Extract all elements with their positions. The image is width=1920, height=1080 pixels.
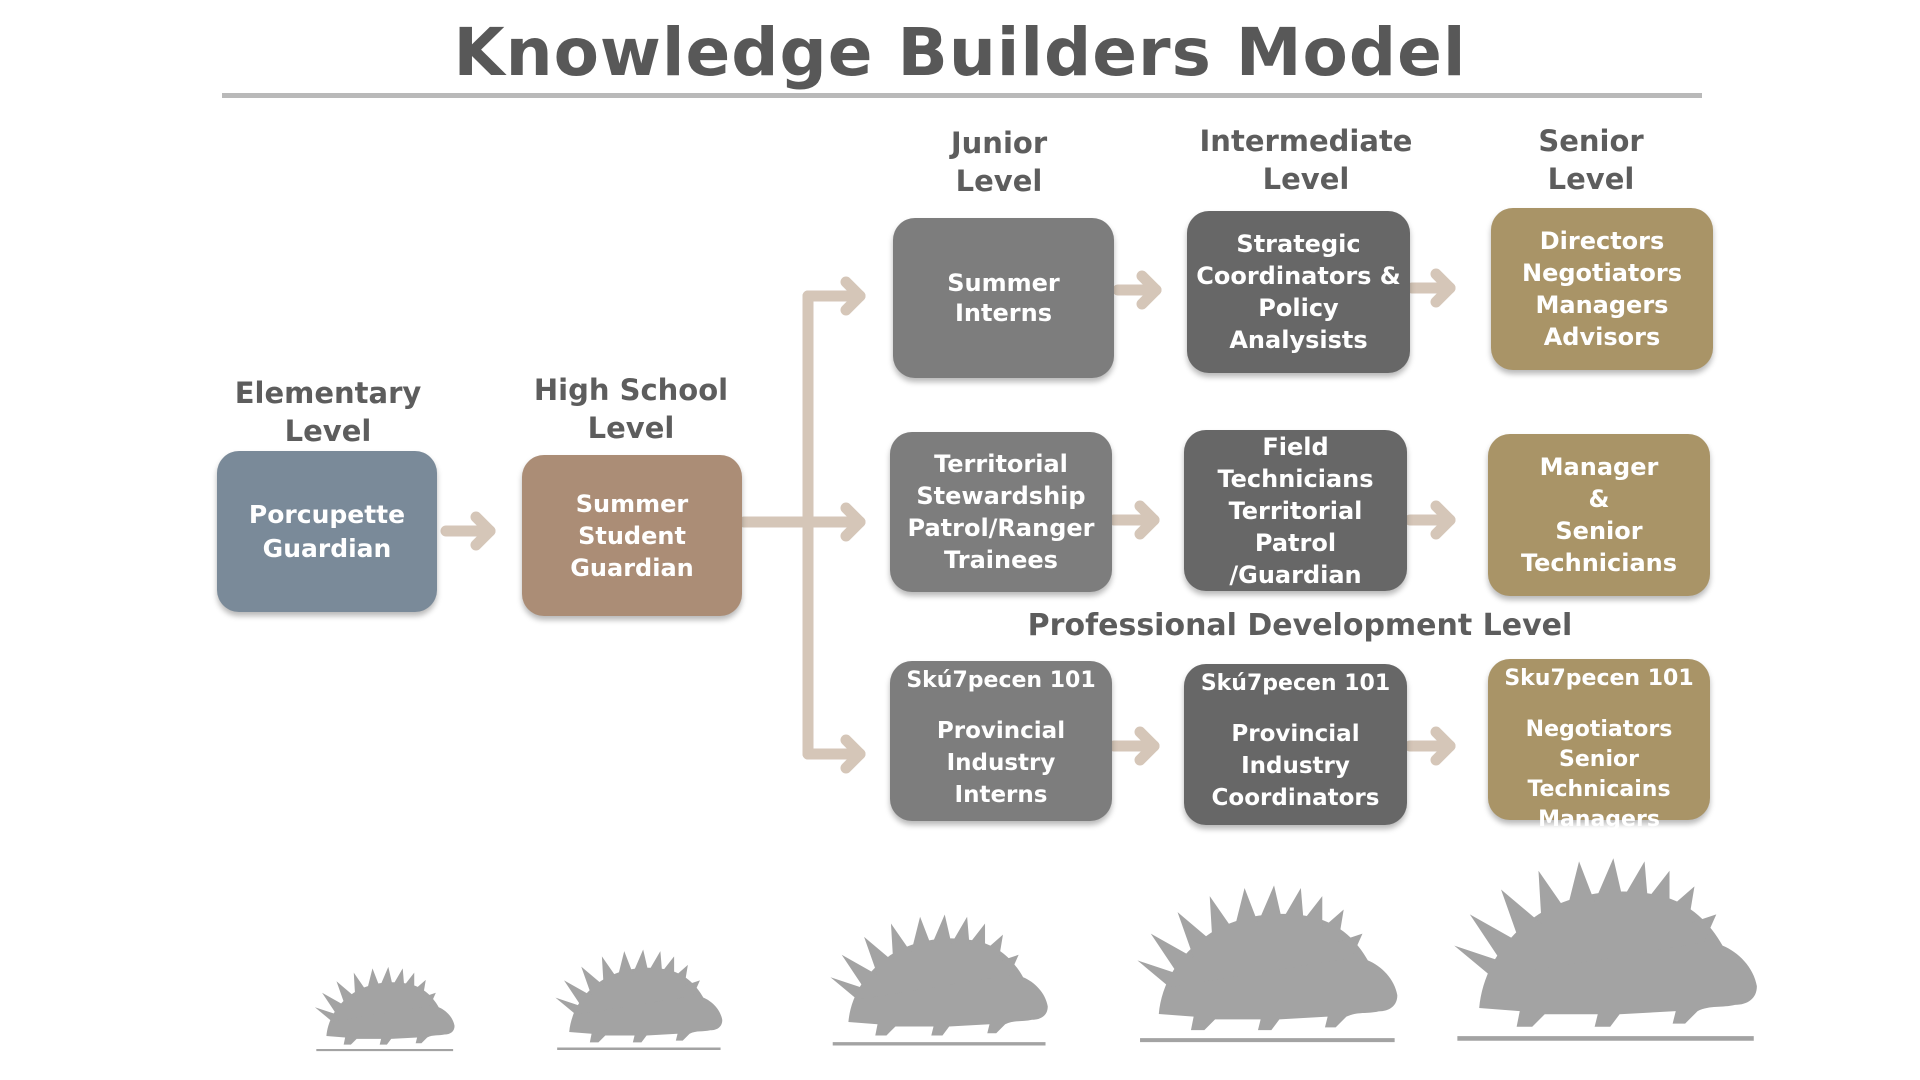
box-negotiators-senior-technicians-managers: Sku7pecen 101 Negotiators Senior Technic… xyxy=(1488,659,1710,832)
box-strategic-coordinators: Strategic Coordinators & Policy Analysis… xyxy=(1187,211,1410,373)
box-label: Provincial Industry Coordinators xyxy=(1211,721,1380,811)
porcupine-icon xyxy=(1137,885,1398,1043)
box-label: Negotiators Senior Technicains Managers xyxy=(1525,717,1673,832)
box-porcupette-guardian: Porcupette Guardian xyxy=(217,451,437,612)
box-course-label: Skú7pecen 101 xyxy=(906,668,1096,693)
box-field-technicians: Field Technicians Territorial Patrol /Gu… xyxy=(1184,430,1407,591)
title-divider xyxy=(222,93,1702,98)
arrow-intermediate-to-senior-row3-head xyxy=(1430,726,1456,766)
header-elementary-level: Elementary Level xyxy=(234,376,422,448)
box-label: Provincial Industry Interns xyxy=(936,718,1066,808)
box-provincial-industry-coordinators: Skú7pecen 101 Provincial Industry Coordi… xyxy=(1184,664,1407,825)
box-territorial-stewardship-trainees: Territorial Stewardship Patrol/Ranger Tr… xyxy=(890,432,1112,592)
arrow-junior-to-intermediate-row3-head xyxy=(1134,726,1160,766)
box-label: Summer Student Guardian xyxy=(570,489,694,582)
box-summer-student-guardian: Summer Student Guardian xyxy=(522,455,742,616)
arrow-to-territorial-trainees-head xyxy=(840,502,866,542)
box-course-label: Sku7pecen 101 xyxy=(1504,666,1694,691)
box-label: Directors Negotiators Managers Advisors xyxy=(1521,227,1682,351)
box-course-label: Skú7pecen 101 xyxy=(1200,671,1391,696)
diagram-title: Knowledge Builders Model xyxy=(453,14,1467,91)
porcupine-icon xyxy=(830,914,1048,1046)
box-manager-senior-technicians: Manager & Senior Technicians xyxy=(1488,434,1710,596)
header-high-school-level: High School Level xyxy=(533,373,729,445)
arrow-intermediate-to-senior-row1-head xyxy=(1430,268,1456,308)
porcupine-icon xyxy=(555,949,723,1051)
box-label: Territorial Stewardship Patrol/Ranger Tr… xyxy=(907,450,1095,574)
arrow-junior-to-intermediate-row1-head xyxy=(1136,270,1162,310)
arrow-to-summer-interns-head xyxy=(840,276,866,316)
box-label: Field Technicians Territorial Patrol /Gu… xyxy=(1217,432,1374,589)
header-professional-development-level: Professional Development Level xyxy=(1027,608,1573,643)
arrow-intermediate-to-senior-row2-head xyxy=(1430,500,1456,540)
box-directors-negotiators-managers-advisors: Directors Negotiators Managers Advisors xyxy=(1491,208,1713,370)
porcupine-icon xyxy=(314,966,455,1052)
header-senior-level: Senior Level xyxy=(1538,124,1644,196)
box-label: Summer Interns xyxy=(947,269,1060,327)
box-summer-interns: Summer Interns xyxy=(893,218,1114,378)
arrow-elementary-to-highschool-head xyxy=(470,511,496,551)
arrow-junior-to-intermediate-row2-head xyxy=(1134,500,1160,540)
box-label: Porcupette Guardian xyxy=(248,499,406,563)
box-label: Strategic Coordinators & Policy Analysis… xyxy=(1196,230,1401,354)
box-label: Manager & Senior Technicians xyxy=(1520,453,1678,577)
porcupine-icon xyxy=(1454,858,1757,1041)
box-provincial-industry-interns: Skú7pecen 101 Provincial Industry Intern… xyxy=(890,661,1112,821)
header-intermediate-level: Intermediate Level xyxy=(1199,124,1413,196)
header-junior-level: Junior Level xyxy=(950,126,1048,198)
arrow-to-provincial-interns-head xyxy=(840,734,866,774)
